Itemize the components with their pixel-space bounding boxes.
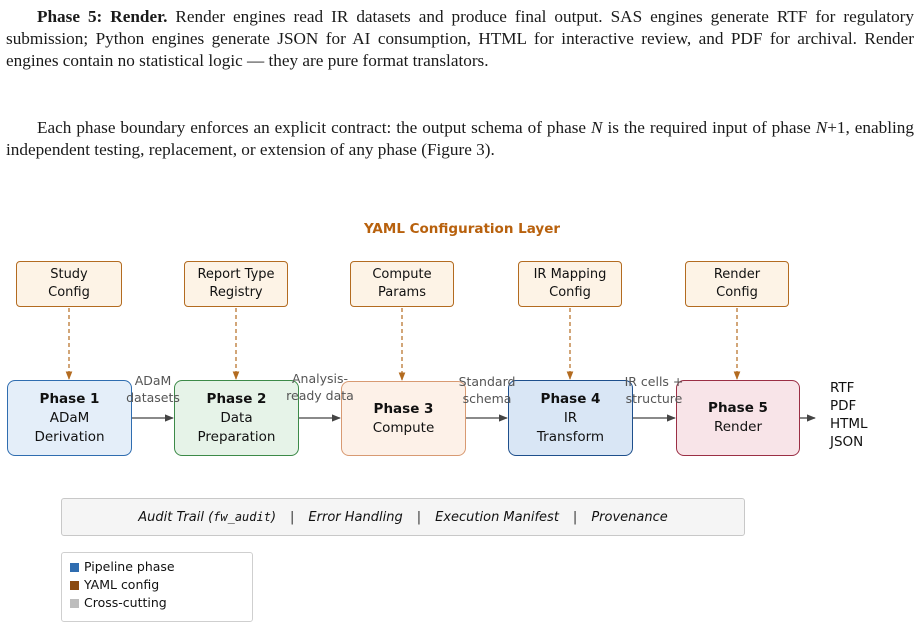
crosscut-audit: Audit Trail (fw_audit)	[138, 510, 276, 525]
crosscut-separator: |	[416, 509, 422, 525]
legend-swatch-crosscutting	[70, 598, 79, 608]
legend-swatch-yaml	[70, 580, 79, 590]
crosscut-provenance: Provenance	[591, 509, 668, 525]
phase-1-box: Phase 1 ADaM Derivation	[7, 380, 132, 456]
crosscutting-bar: Audit Trail (fw_audit) | Error Handling …	[61, 498, 745, 536]
phase-3-title: Phase 3	[373, 400, 434, 417]
output-json: JSON	[830, 434, 864, 450]
yaml-layer-title: YAML Configuration Layer	[363, 221, 561, 237]
legend-item-crosscutting: Cross-cutting	[70, 594, 244, 612]
audit-code: fw_audit	[213, 509, 271, 524]
config-render-label: Render Config	[713, 267, 761, 300]
paragraph-phase5: Phase 5: Render. Render engines read IR …	[6, 6, 914, 72]
phase-2-desc: Data Preparation	[197, 409, 276, 445]
output-pdf: PDF	[830, 398, 857, 414]
config-compute-params: Compute Params	[350, 261, 454, 307]
contract-var-n-next: N	[815, 118, 828, 137]
contract-text-2: is the required input of phase	[602, 118, 816, 137]
phase-4-desc: IR Transform	[536, 409, 605, 445]
edge-label-analysis-ready: Analysis- ready data	[286, 371, 354, 403]
render-outputs-list: RTF PDF HTML JSON	[830, 379, 868, 451]
legend: Pipeline phase YAML config Cross-cutting	[61, 552, 253, 622]
phase-4-box: Phase 4 IR Transform	[508, 380, 633, 456]
phase-1-desc: ADaM Derivation	[34, 409, 105, 445]
audit-suffix: )	[270, 509, 277, 525]
phase-5-box: Phase 5 Render	[676, 380, 800, 456]
edge-label-ir-cells: IR cells + structure	[624, 374, 684, 406]
config-report-type-registry: Report Type Registry	[184, 261, 288, 307]
config-study: Study Config	[16, 261, 122, 307]
legend-label-pipeline: Pipeline phase	[84, 559, 175, 574]
output-html: HTML	[830, 416, 868, 432]
crosscut-execution-manifest: Execution Manifest	[435, 509, 559, 525]
phase-5-title: Phase 5	[708, 400, 768, 416]
phase-2-title: Phase 2	[206, 390, 267, 407]
legend-swatch-pipeline	[70, 562, 79, 572]
phase-2-box: Phase 2 Data Preparation	[174, 380, 299, 456]
contract-text-3: +1, enabling independent testing, replac…	[6, 118, 914, 159]
crosscut-separator: |	[572, 509, 578, 525]
crosscut-error-handling: Error Handling	[308, 509, 403, 525]
phase5-lead: Phase 5: Render.	[37, 7, 168, 26]
config-study-label: Study Config	[48, 267, 90, 300]
edge-label-adam-datasets: ADaM datasets	[126, 373, 180, 405]
legend-label-yaml: YAML config	[84, 577, 160, 592]
contract-var-n: N	[591, 118, 603, 137]
audit-prefix: Audit Trail (	[138, 509, 214, 525]
phase-3-desc: Compute	[372, 419, 435, 436]
config-ir-mapping-label: IR Mapping Config	[533, 267, 607, 300]
edge-label-standard-schema: Standard schema	[458, 374, 516, 406]
phase-5-desc: Render	[713, 419, 763, 435]
legend-label-crosscutting: Cross-cutting	[84, 595, 167, 610]
config-ir-mapping: IR Mapping Config	[518, 261, 622, 307]
config-render: Render Config	[685, 261, 789, 307]
phase-3-box: Phase 3 Compute	[341, 381, 466, 456]
legend-item-yaml: YAML config	[70, 576, 244, 594]
config-compute-label: Compute Params	[372, 267, 432, 300]
phase-4-title: Phase 4	[540, 390, 601, 407]
legend-item-pipeline: Pipeline phase	[70, 558, 244, 576]
phase5-body: Render engines read IR datasets and prod…	[6, 7, 914, 70]
config-report-type-label: Report Type Registry	[197, 267, 275, 300]
paragraph-contract: Each phase boundary enforces an explicit…	[6, 117, 914, 161]
phase-1-title: Phase 1	[39, 390, 100, 407]
contract-text-1: Each phase boundary enforces an explicit…	[37, 118, 592, 137]
crosscut-separator: |	[290, 509, 295, 525]
output-rtf: RTF	[830, 380, 855, 396]
